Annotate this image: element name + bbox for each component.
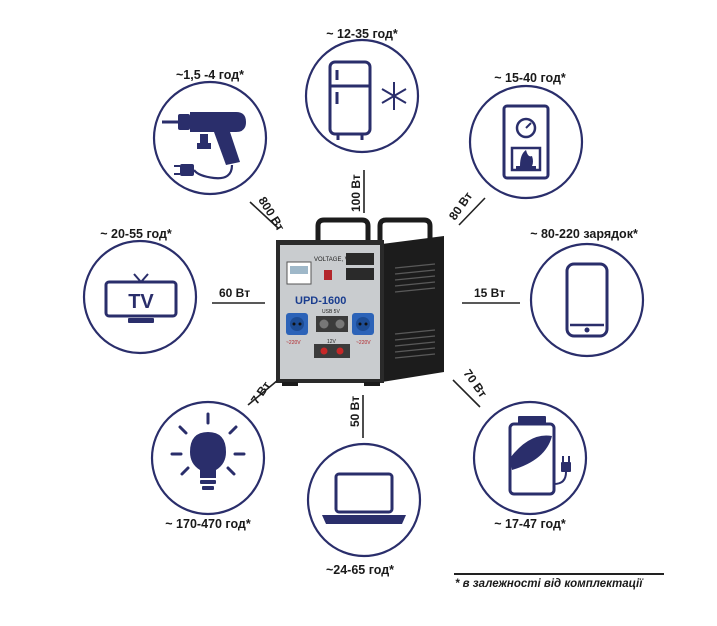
voltage-label: VOLTAGE, V <box>314 257 349 263</box>
power-tv: 60 Вт <box>219 286 250 300</box>
runtime-bulb: ~ 170-470 год* <box>165 517 251 531</box>
device-boiler: ~ 15-40 год* <box>468 71 584 200</box>
runtime-battery: ~ 17-47 год* <box>494 517 566 531</box>
device-battery: ~ 17-47 год* <box>472 400 588 531</box>
battery-icon <box>508 416 571 496</box>
fridge-icon <box>328 60 372 140</box>
runtime-phone: ~ 80-220 зарядок* <box>530 227 638 241</box>
device-tv: TV ~ 20-55 год* <box>82 227 198 355</box>
leader-phone: 15 Вт <box>462 286 520 304</box>
svg-text:TV: TV <box>128 291 154 313</box>
svg-text:~220V: ~220V <box>356 340 371 346</box>
runtime-laptop: ~24-65 год* <box>326 563 394 577</box>
power-bulb: 7 Вт <box>248 379 274 407</box>
footnote-rule <box>454 573 664 575</box>
tv-icon: TV <box>104 273 178 323</box>
power-battery: 70 Вт <box>461 367 490 401</box>
bulb-icon <box>170 412 246 490</box>
socket-left <box>286 313 308 335</box>
runtime-tv: ~ 20-55 год* <box>100 227 172 241</box>
power-fridge: 100 Вт <box>349 174 363 212</box>
phone-icon <box>565 262 609 338</box>
device-fridge: ~ 12-35 год* <box>304 27 420 154</box>
leader-tv: 60 Вт <box>212 286 265 304</box>
leader-battery: 70 Вт <box>452 367 490 408</box>
power-phone: 15 Вт <box>474 286 505 300</box>
svg-text:~220V: ~220V <box>286 340 301 346</box>
leader-laptop: 50 Вт <box>348 395 364 438</box>
model-label: UPD-1600 <box>295 295 346 307</box>
power-station: VOLTAGE, V UPD-1600 USB 5V ~220V ~220V <box>276 217 444 386</box>
leader-drill: 800 Вт <box>249 194 287 234</box>
runtime-boiler: ~ 15-40 год* <box>494 71 566 85</box>
snowflake-icon <box>381 82 407 110</box>
leader-fridge: 100 Вт <box>349 170 365 213</box>
svg-text:USB 5V: USB 5V <box>322 309 340 315</box>
device-laptop: ~24-65 год* <box>306 442 422 577</box>
boiler-icon <box>502 104 550 180</box>
power-laptop: 50 Вт <box>348 396 362 427</box>
device-bulb: ~ 170-470 год* <box>150 400 266 531</box>
power-boiler: 80 Вт <box>446 189 475 223</box>
runtime-fridge: ~ 12-35 год* <box>326 27 398 41</box>
leader-bulb: 7 Вт <box>247 379 279 407</box>
footnote: * в залежності від комплектації <box>455 578 643 590</box>
svg-text:12V: 12V <box>327 339 337 345</box>
runtime-drill: ~1,5 -4 год* <box>176 68 244 82</box>
socket-right <box>352 313 374 335</box>
device-phone: ~ 80-220 зарядок* <box>529 227 645 358</box>
power-drill: 800 Вт <box>255 194 287 234</box>
leader-boiler: 80 Вт <box>446 189 486 226</box>
device-drill: ~1,5 -4 год* <box>152 68 268 196</box>
drill-icon <box>162 112 246 180</box>
laptop-icon <box>322 472 406 524</box>
